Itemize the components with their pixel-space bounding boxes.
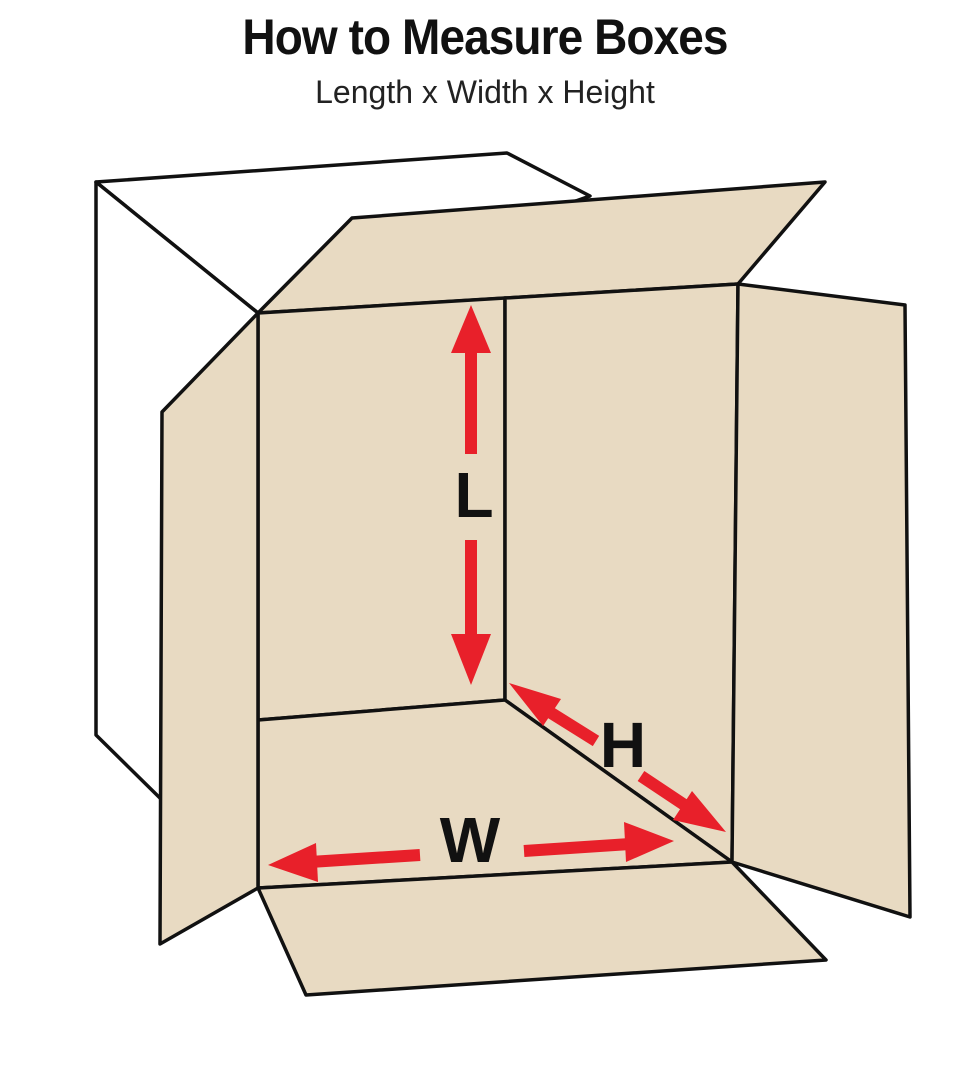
page-title: How to Measure Boxes — [242, 9, 728, 65]
height-arrow — [544, 705, 690, 811]
length-label: L — [454, 459, 493, 531]
front-flap — [256, 860, 828, 997]
height-arrowhead-front — [673, 791, 726, 832]
right-flap — [730, 282, 912, 919]
page-subtitle: Length x Width x Height — [315, 74, 655, 110]
width-label: W — [440, 804, 501, 876]
length-arrow — [451, 305, 491, 685]
width-arrow — [309, 838, 631, 868]
width-arrowhead-right — [624, 822, 674, 862]
height-label: H — [600, 709, 646, 781]
width-arrowhead-left — [268, 843, 318, 882]
height-arrowhead-back — [509, 683, 561, 726]
left-flap — [158, 311, 260, 946]
